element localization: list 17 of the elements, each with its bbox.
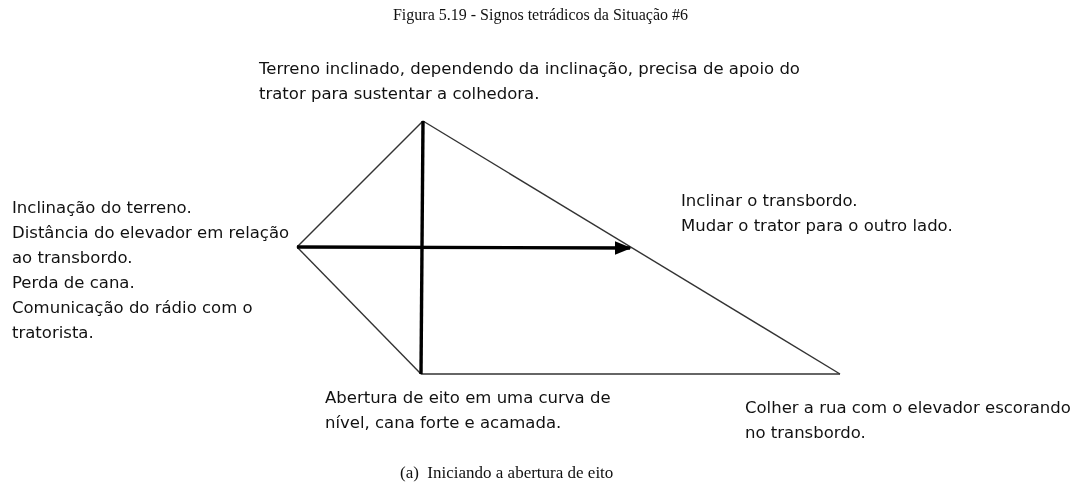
line [296,120,424,248]
note-text: Comunicação do rádio com o tratorista. [12,297,254,344]
figure-caption: (a) Iniciando a abertura de eito [400,463,614,483]
line [419,121,425,374]
line [422,120,841,375]
line [420,373,841,375]
note-text: Inclinação do terreno. [12,197,193,219]
arrow [297,241,632,255]
note-text: Distância do elevador em relação ao transbordo. [12,222,291,269]
note-text: Mudar o trator para o outro lado. [681,215,954,237]
note-text: Terreno inclinado, dependendo da inclinação, precisa de apoio do trator para sustentar a colhedora. [259,58,801,105]
note-text: Perda de cana. [12,272,136,294]
note-text: Colher a rua com o elevador escorando no transbordo. [745,397,1072,444]
note-text: Inclinar o transbordo. [681,190,859,212]
note-text: Abertura de eito em uma curva de nível, cana forte e acamada. [325,387,612,434]
line [296,246,422,375]
figure-title: Figura 5.19 - Signos tetrádicos da Situação #6 [391,6,690,24]
